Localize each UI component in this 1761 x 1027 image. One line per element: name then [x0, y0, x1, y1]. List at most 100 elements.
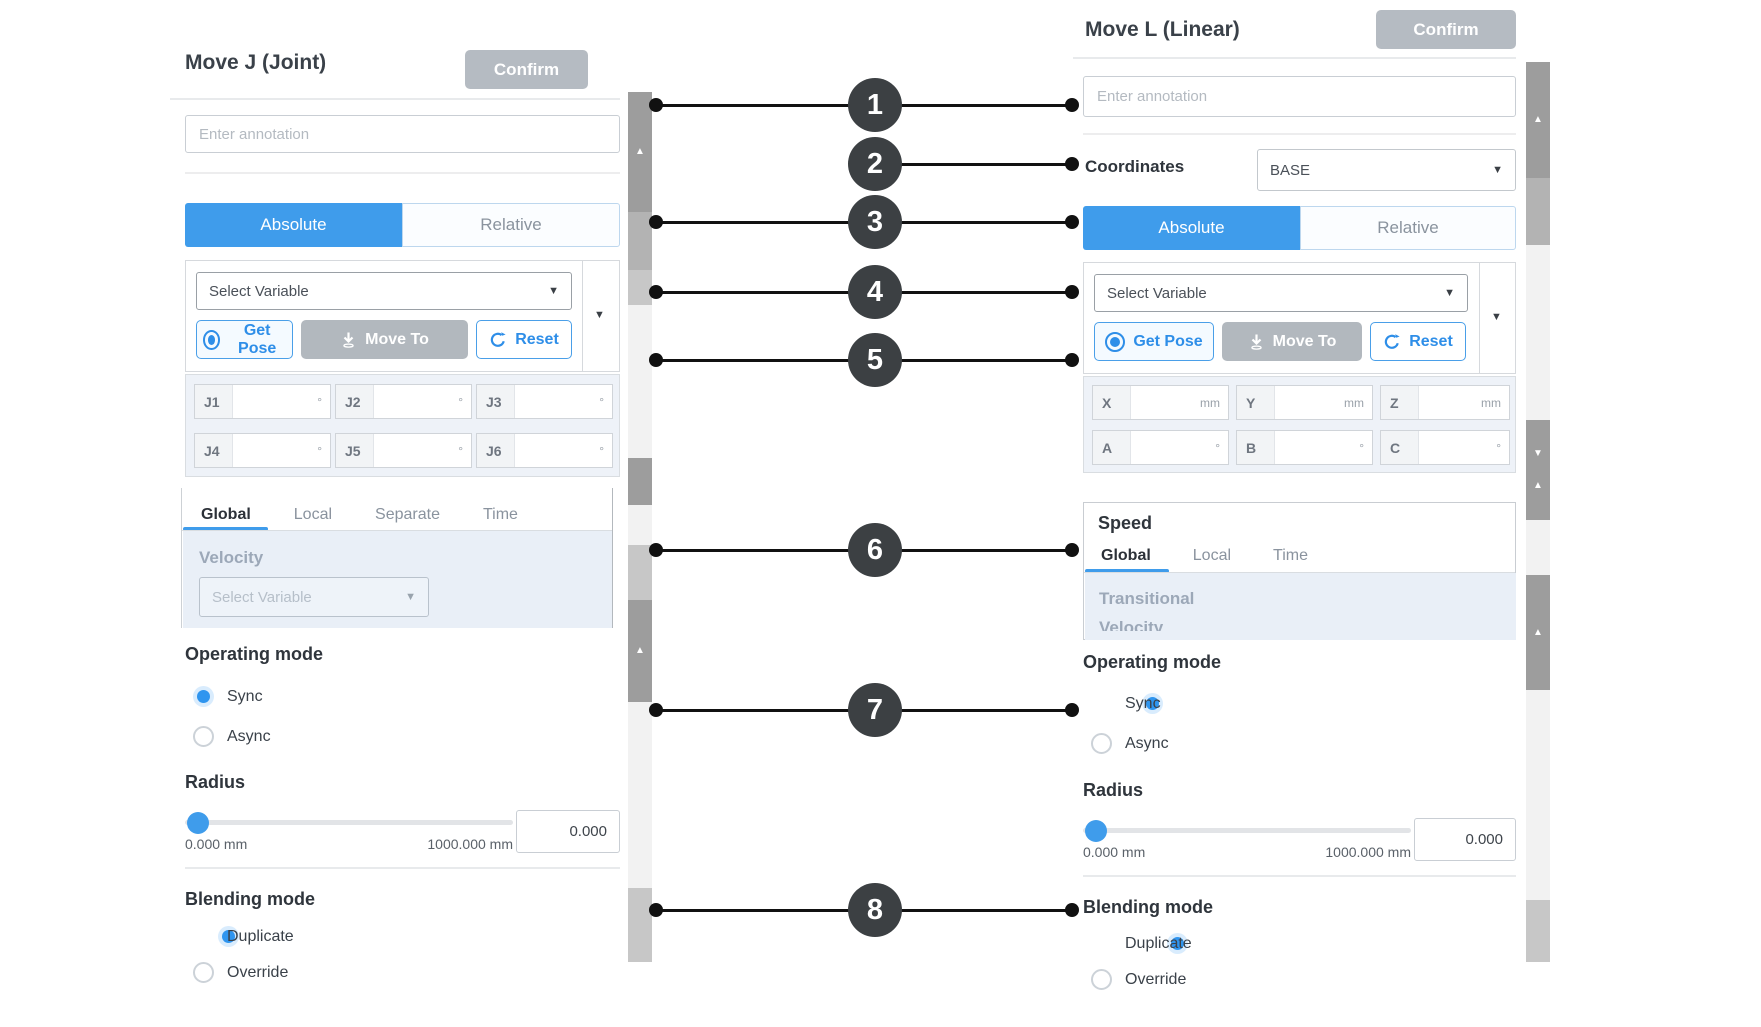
- movel-duplicate-radio[interactable]: [1167, 933, 1189, 954]
- movel-speed-tab-time[interactable]: Time: [1273, 547, 1308, 564]
- movej-field-j1[interactable]: J1°: [194, 384, 331, 419]
- scrollbar-track[interactable]: [1526, 520, 1550, 575]
- callout-badge-6: 6: [848, 523, 902, 577]
- movej-duplicate-radio[interactable]: [218, 926, 240, 947]
- scrollbar-thumb[interactable]: [628, 212, 652, 270]
- movej-speed-tab-local[interactable]: Local: [293, 506, 333, 523]
- scrollbar-thumb[interactable]: ▲: [628, 600, 652, 702]
- movel-async-radio[interactable]: [1091, 733, 1112, 754]
- movel-speed-heading: Speed: [1098, 513, 1153, 533]
- movej-radius-value-input[interactable]: 0.000: [516, 810, 620, 853]
- movel-move-to-label: Move To: [1272, 332, 1337, 350]
- movej-field-j4[interactable]: J4°: [194, 433, 331, 468]
- movel-radius-slider-track[interactable]: [1083, 828, 1411, 833]
- movel-duplicate-label[interactable]: Duplicate: [1125, 935, 1192, 952]
- movej-override-radio[interactable]: [193, 962, 214, 983]
- scrollbar-track[interactable]: [628, 505, 652, 545]
- movej-sync-radio[interactable]: [193, 686, 214, 707]
- scroll-up-icon[interactable]: ▲: [1533, 626, 1543, 638]
- scroll-up-icon[interactable]: ▲: [635, 146, 645, 157]
- callout-dot-right-5: [1065, 353, 1079, 367]
- scrollbar-thumb[interactable]: ▲: [1526, 575, 1550, 690]
- movej-confirm-button[interactable]: Confirm: [465, 50, 588, 89]
- movel-field-a[interactable]: A°: [1092, 430, 1229, 465]
- movej-duplicate-label[interactable]: Duplicate: [227, 928, 294, 945]
- movel-expand-dropdown-icon[interactable]: ▼: [1491, 311, 1502, 323]
- movej-field-j6[interactable]: J6°: [476, 433, 613, 468]
- movel-move-to-button[interactable]: Move To: [1222, 322, 1362, 361]
- scrollbar-thumb[interactable]: ▲: [628, 92, 652, 212]
- scrollbar-thumb[interactable]: ▲: [1526, 62, 1550, 178]
- movej-field-j5[interactable]: J5°: [335, 433, 472, 468]
- scrollbar-thumb[interactable]: [628, 458, 652, 505]
- scrollbar-thumb[interactable]: [628, 545, 652, 600]
- scrollbar-thumb[interactable]: [628, 888, 652, 962]
- movel-radius-value-input[interactable]: 0.000: [1414, 818, 1516, 861]
- movel-speed-tab-local[interactable]: Local: [1192, 547, 1232, 564]
- callout-dot-right-2: [1065, 157, 1079, 171]
- movej-async-radio[interactable]: [193, 726, 214, 747]
- movej-override-label[interactable]: Override: [227, 964, 289, 981]
- callout-dot-left-5: [649, 353, 663, 367]
- movel-speed-tab-global[interactable]: Global: [1101, 547, 1151, 564]
- movej-active-tab-underline: [183, 527, 268, 531]
- movej-variable-select[interactable]: Select Variable ▼: [196, 272, 572, 310]
- movel-sync-label[interactable]: Sync: [1125, 695, 1161, 712]
- movel-clipped-velocity-label: Velocity: [1099, 618, 1164, 631]
- scrollbar-track[interactable]: [628, 702, 652, 888]
- movej-radius-slider-track[interactable]: [185, 820, 513, 825]
- movel-radius-slider-thumb[interactable]: [1085, 820, 1107, 842]
- movel-sync-radio[interactable]: [1141, 693, 1163, 714]
- movel-confirm-button[interactable]: Confirm: [1376, 10, 1516, 49]
- callout-dot-right-8: [1065, 903, 1079, 917]
- scroll-up-icon[interactable]: ▲: [1533, 480, 1543, 491]
- movel-reset-button[interactable]: Reset: [1370, 322, 1466, 361]
- movel-field-b[interactable]: B°: [1236, 430, 1373, 465]
- movel-tab-absolute[interactable]: Absolute: [1083, 206, 1300, 250]
- movej-annotation-input[interactable]: [185, 115, 620, 153]
- movel-annotation-input[interactable]: [1083, 76, 1516, 117]
- movej-speed-tab-separate[interactable]: Separate: [375, 506, 440, 523]
- movel-get-pose-button[interactable]: Get Pose: [1094, 322, 1214, 361]
- scroll-up-icon[interactable]: ▲: [1533, 114, 1543, 125]
- movel-override-label[interactable]: Override: [1125, 971, 1187, 988]
- movej-reset-button[interactable]: Reset: [476, 320, 572, 359]
- movej-speed-tab-global[interactable]: Global: [201, 506, 251, 523]
- movej-tab-relative[interactable]: Relative: [402, 203, 620, 247]
- movej-speed-tab-time[interactable]: Time: [482, 506, 518, 523]
- scrollbar-thumb[interactable]: [628, 270, 652, 305]
- movel-async-label[interactable]: Async: [1125, 735, 1169, 752]
- movej-move-to-button[interactable]: Move To: [301, 320, 468, 359]
- scroll-down-icon[interactable]: ▼: [1533, 448, 1543, 459]
- movej-async-label[interactable]: Async: [227, 728, 271, 745]
- movej-field-j3[interactable]: J3°: [476, 384, 613, 419]
- movel-variable-select[interactable]: Select Variable ▼: [1094, 274, 1468, 312]
- movel-override-radio[interactable]: [1091, 969, 1112, 990]
- scrollbar-thumb[interactable]: ▼▲: [1526, 420, 1550, 520]
- scrollbar-track[interactable]: [1526, 245, 1550, 420]
- movej-tab-absolute[interactable]: Absolute: [185, 203, 402, 247]
- movej-velocity-select[interactable]: Select Variable ▼: [199, 577, 429, 617]
- movej-get-pose-button[interactable]: Get Pose: [196, 320, 293, 359]
- movej-velocity-select-placeholder: Select Variable: [212, 588, 312, 606]
- scrollbar-track[interactable]: [628, 305, 652, 458]
- scrollbar-thumb[interactable]: [1526, 900, 1550, 962]
- movel-field-c[interactable]: C°: [1380, 430, 1510, 465]
- movej-expand-dropdown-icon[interactable]: ▼: [594, 309, 605, 321]
- movel-field-y-unit: mm: [1344, 395, 1364, 410]
- callout-dot-right-7: [1065, 703, 1079, 717]
- scrollbar-track[interactable]: [1526, 690, 1550, 900]
- movej-radius-slider-thumb[interactable]: [187, 812, 209, 834]
- scroll-up-icon[interactable]: ▲: [635, 645, 645, 656]
- scrollbar-thumb[interactable]: [1526, 178, 1550, 245]
- callout-dot-right-1: [1065, 98, 1079, 112]
- movel-tab-relative[interactable]: Relative: [1300, 206, 1516, 250]
- movej-field-j2[interactable]: J2°: [335, 384, 472, 419]
- movej-sync-label[interactable]: Sync: [227, 688, 263, 705]
- callout-dot-right-6: [1065, 543, 1079, 557]
- movel-coordinates-select[interactable]: BASE ▼: [1257, 149, 1516, 191]
- movel-title-divider: [1073, 57, 1516, 59]
